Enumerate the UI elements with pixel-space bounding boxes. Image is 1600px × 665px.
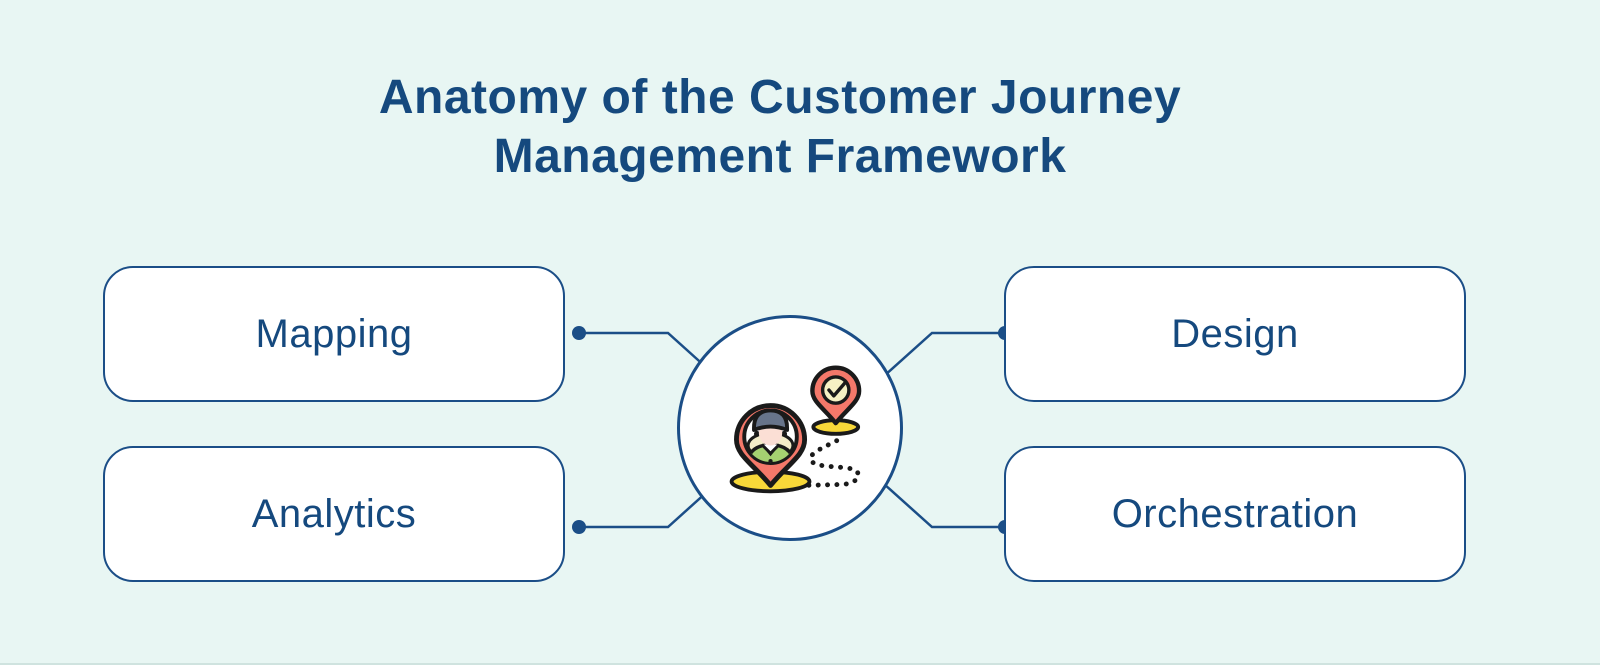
checkpoint-map-pin (810, 365, 862, 426)
customer-journey-map-pins-icon (729, 365, 862, 494)
node-design: Design (1004, 266, 1466, 402)
person-hat (752, 408, 790, 432)
connector-design (883, 331, 1006, 377)
person-map-pin (734, 403, 808, 488)
check-icon (827, 380, 848, 398)
node-mapping-label: Mapping (255, 311, 413, 356)
node-design-label: Design (1171, 311, 1299, 356)
connector-orchestration (883, 483, 1006, 529)
page-title-line2: Management Framework (493, 130, 1067, 183)
dotted-journey-path (800, 438, 861, 488)
node-analytics-label: Analytics (251, 491, 417, 536)
person-neck-triangle (766, 451, 775, 457)
node-orchestration-label: Orchestration (1111, 491, 1359, 536)
page-title-line1: Anatomy of the Customer Journey (378, 71, 1182, 124)
page-title: Anatomy of the Customer Journey Manageme… (0, 68, 1560, 186)
connector-dot-analytics (572, 520, 586, 534)
connector-dot-mapping (572, 326, 586, 340)
center-circle (677, 315, 903, 541)
node-orchestration: Orchestration (1004, 446, 1466, 582)
shirt-button-1 (768, 458, 773, 463)
person-hair-left (753, 430, 760, 437)
person-hair-right (781, 430, 788, 437)
node-analytics: Analytics (103, 446, 565, 582)
node-mapping: Mapping (103, 266, 565, 402)
